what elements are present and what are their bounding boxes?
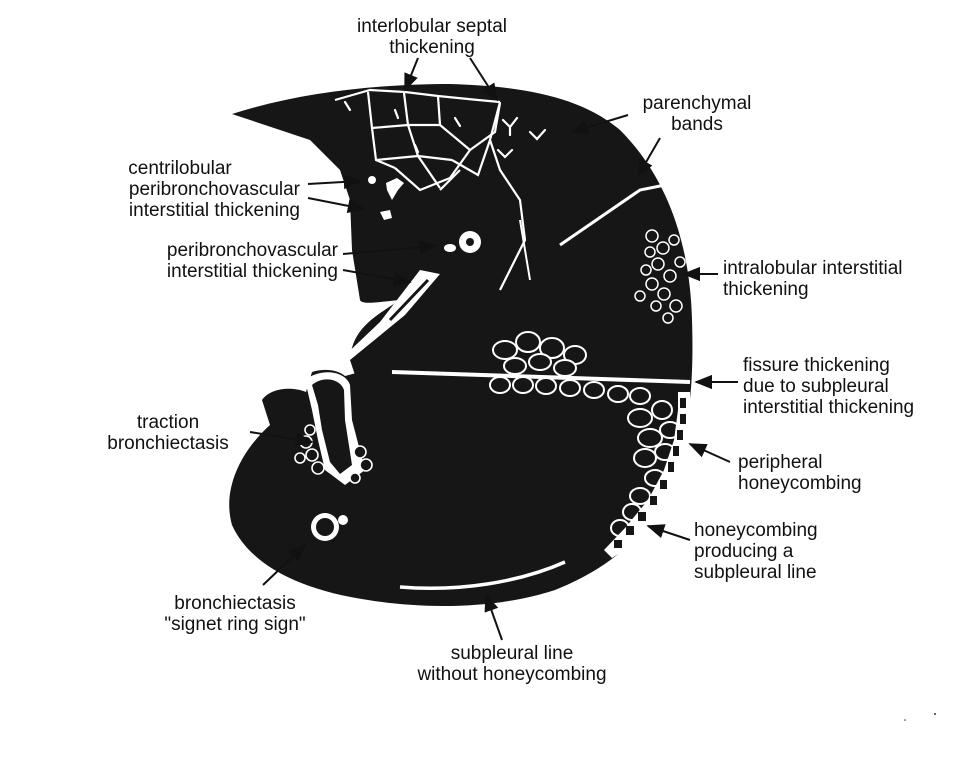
label-line: without honeycombing bbox=[417, 664, 607, 685]
label-line: peribronchovascular bbox=[128, 179, 300, 200]
speck-1 bbox=[934, 713, 936, 715]
label-line: thickening bbox=[723, 279, 809, 300]
traction-bronchiectasis-lumen bbox=[312, 379, 352, 474]
parenchymal-band-2 bbox=[519, 219, 531, 281]
fissure-honeycomb-cysts bbox=[489, 331, 651, 405]
parenchymal-band bbox=[559, 178, 691, 247]
arrow-peribronch-2 bbox=[342, 269, 412, 287]
label-interlobular-septal-thickening: interlobular septal thickening bbox=[332, 16, 532, 58]
label-line: interstitial thickening bbox=[166, 261, 338, 282]
label-line: bronchiectasis bbox=[174, 593, 296, 614]
label-line: fissure thickening bbox=[743, 355, 890, 376]
label-intralobular-thickening: intralobular interstitial thickening bbox=[723, 258, 963, 300]
label-signet-ring-sign: bronchiectasis "signet ring sign" bbox=[130, 593, 340, 635]
arrow-traction bbox=[249, 431, 314, 447]
label-line: producing a bbox=[694, 541, 794, 562]
label-line: due to subpleural bbox=[743, 376, 889, 397]
label-line: interstitial thickening bbox=[743, 397, 915, 418]
label-subpleural-line-without-honeycombing: subpleural line without honeycombing bbox=[392, 643, 632, 685]
arrow-centrilobular-2 bbox=[307, 197, 366, 213]
vessel-dot-upper bbox=[444, 244, 456, 252]
label-line: "signet ring sign" bbox=[164, 614, 306, 635]
label-line: subpleural line bbox=[450, 643, 574, 664]
arrow-parenchymal-1 bbox=[570, 114, 629, 135]
centrilobular-nodules bbox=[343, 100, 547, 159]
label-line: honeycombing bbox=[694, 520, 818, 541]
bronchus-ring-upper-lumen bbox=[466, 238, 474, 246]
label-peribronchovascular-thickening: peribronchovascular interstitial thicken… bbox=[80, 240, 338, 282]
interlobular-septa bbox=[334, 88, 527, 291]
label-centrilobular-thickening: centrilobular peribronchovascular inters… bbox=[60, 158, 300, 221]
label-line: peripheral bbox=[738, 452, 823, 473]
arrow-interlobular-2 bbox=[469, 57, 498, 102]
arrow-parenchymal-2 bbox=[637, 137, 661, 178]
horizontal-fissure bbox=[391, 370, 691, 384]
label-line: traction bbox=[136, 412, 200, 433]
speck-2 bbox=[904, 719, 906, 721]
label-honeycombing-subpleural-line: honeycombing producing a subpleural line bbox=[694, 520, 894, 583]
arrow-signet bbox=[262, 543, 307, 586]
label-line: peribronchovascular bbox=[166, 240, 338, 261]
leader-arrows bbox=[249, 57, 738, 641]
arrow-interlobular-1 bbox=[404, 57, 419, 92]
arrow-centrilobular-1 bbox=[307, 174, 362, 190]
arrow-peribronch-1 bbox=[342, 240, 438, 255]
label-line: bands bbox=[671, 114, 723, 135]
label-line: parenchymal bbox=[642, 93, 752, 114]
label-line: honeycombing bbox=[738, 473, 862, 494]
subpleural-line bbox=[399, 560, 566, 590]
label-peripheral-honeycombing: peripheral honeycombing bbox=[738, 452, 938, 494]
intralobular-reticulation bbox=[634, 229, 686, 324]
centrilobular-y-marks bbox=[368, 176, 404, 220]
label-line: intralobular interstitial bbox=[723, 258, 903, 279]
signet-ring-lumen bbox=[316, 518, 334, 536]
bronchovascular-lumen bbox=[388, 278, 430, 322]
label-line: bronchiectasis bbox=[107, 433, 229, 454]
label-line: interstitial thickening bbox=[128, 200, 300, 221]
label-line: interlobular septal bbox=[357, 16, 507, 37]
label-parenchymal-bands: parenchymal bands bbox=[622, 93, 772, 135]
label-fissure-thickening: fissure thickening due to subpleural int… bbox=[743, 355, 973, 418]
subpleural-honeycomb-cells bbox=[614, 398, 686, 548]
arrow-honeycomb-line bbox=[646, 524, 691, 541]
arrow-peripheral bbox=[688, 443, 731, 463]
arrow-subpleural bbox=[484, 593, 503, 641]
label-traction-bronchiectasis: traction bronchiectasis bbox=[88, 412, 248, 454]
label-line: subpleural line bbox=[694, 562, 817, 583]
signet-ring-vessel bbox=[338, 515, 348, 525]
label-line: centrilobular bbox=[128, 158, 232, 179]
label-line: thickening bbox=[389, 37, 475, 58]
